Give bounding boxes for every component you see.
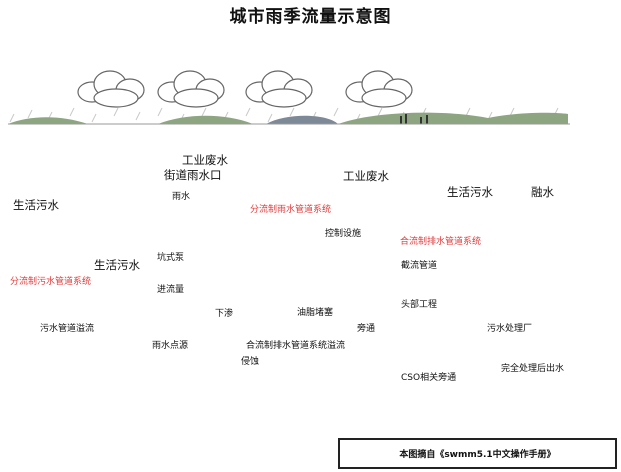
label-domestic-sewage-left: 生活污水 [13,198,59,212]
label-control-facility: 控制设施 [325,229,362,239]
label-headworks: 头部工程 [401,300,438,310]
diagram-title: 城市雨季流量示意图 [229,7,392,27]
label-cso-bypass: CSO相关旁通 [401,373,457,383]
label-bypass: 旁通 [357,324,376,334]
label-combined-overflow: 合流制排水管道系统溢流 [246,341,346,351]
label-industrial-wastewater-2: 工业废水 [343,169,389,183]
label-treatment-plant: 污水处理厂 [487,324,533,334]
label-sump-pump: 坑式泵 [157,253,185,263]
label-rainwater: 雨水 [172,192,191,202]
label-interceptor: 截流管道 [401,261,438,271]
source-caption-text: 本图摘自《swmm5.1中文操作手册》 [399,450,556,460]
label-street-inlet: 街道雨水口 [164,168,222,182]
label-snowmelt: 融水 [531,185,554,199]
label-erosion: 侵蚀 [241,357,260,367]
city-skyline [400,114,428,124]
rain-scene-illustration [8,70,570,125]
source-caption-box: 本图摘自《swmm5.1中文操作手册》 [338,438,617,469]
label-storm-point-source: 雨水点源 [152,341,189,351]
label-industrial-wastewater-1: 工业废水 [182,153,228,167]
label-domestic-sewage-mid: 生活污水 [94,258,140,272]
hill-shapes [8,112,568,124]
label-separate-storm-system: 分流制雨水管道系统 [250,205,332,215]
label-domestic-sewage-top: 生活污水 [447,185,493,199]
label-combined-system: 合流制排水管道系统 [400,237,482,247]
label-grease-blockage: 油脂堵塞 [297,308,334,318]
label-inflow: 进流量 [157,285,185,295]
label-sanitary-overflow: 污水管道溢流 [40,324,95,334]
label-treated-effluent: 完全处理后出水 [501,364,565,374]
label-infiltration: 下渗 [215,309,234,319]
label-separate-sanitary-system: 分流制污水管道系统 [10,277,92,287]
cloud-shapes [77,70,413,108]
